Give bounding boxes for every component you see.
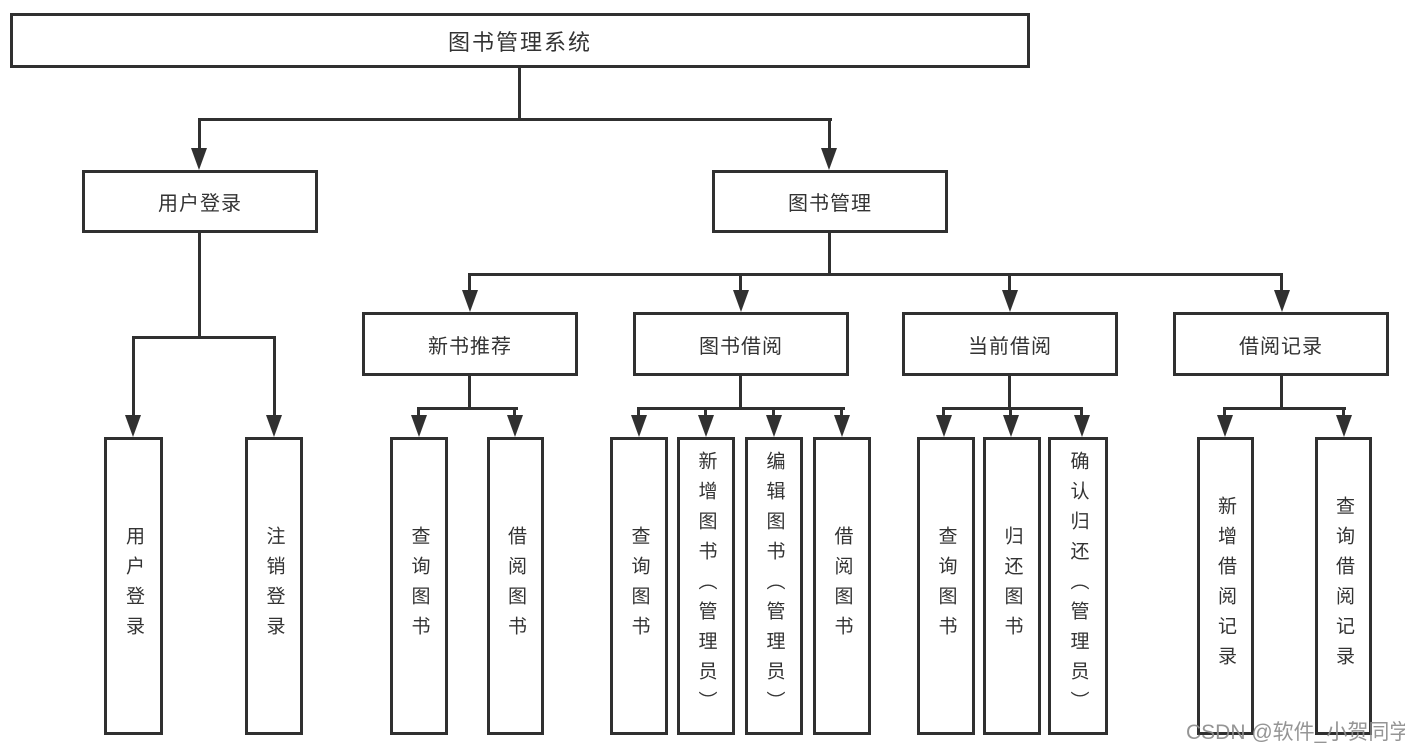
h-line [417, 407, 518, 410]
node-book-borrow: 图书借阅 [633, 312, 849, 376]
leaf-cb-confirm-return-label: 确认归还（管理员） [1067, 451, 1089, 721]
h-line [132, 336, 276, 339]
leaf-cb-query-book: 查询图书 [917, 437, 975, 735]
arrow-down-icon [733, 290, 749, 312]
node-new-book-recommend: 新书推荐 [362, 312, 578, 376]
v-line [198, 118, 201, 150]
arrow-down-icon [834, 415, 850, 437]
leaf-bb-query-book: 查询图书 [610, 437, 668, 735]
node-current-borrow: 当前借阅 [902, 312, 1118, 376]
node-book-management: 图书管理 [712, 170, 948, 233]
h-line [942, 407, 1083, 410]
node-book-borrow-label: 图书借阅 [699, 335, 783, 358]
arrow-down-icon [936, 415, 952, 437]
arrow-down-icon [698, 415, 714, 437]
v-line [513, 407, 516, 418]
leaf-br-add-record-label: 新增借阅记录 [1215, 496, 1236, 676]
v-line [739, 376, 742, 410]
leaf-nr-query-book-label: 查询图书 [408, 526, 430, 646]
leaf-nr-borrow-book-label: 借阅图书 [505, 526, 526, 646]
node-borrow-record: 借阅记录 [1173, 312, 1389, 376]
v-line [468, 376, 471, 410]
node-new-book-recommend-label: 新书推荐 [428, 335, 512, 358]
leaf-user-login: 用户登录 [104, 437, 163, 735]
v-line [468, 273, 471, 292]
node-root: 图书管理系统 [10, 13, 1030, 68]
arrow-down-icon [631, 415, 647, 437]
h-line [1223, 407, 1346, 410]
v-line [739, 273, 742, 292]
node-user-login: 用户登录 [82, 170, 318, 233]
v-line [942, 407, 945, 418]
arrow-down-icon [125, 415, 141, 437]
v-line [1342, 407, 1345, 418]
v-line [1008, 273, 1011, 292]
arrow-down-icon [766, 415, 782, 437]
leaf-nr-query-book: 查询图书 [390, 437, 448, 735]
leaf-bb-add-book-label: 新增图书（管理员） [695, 451, 717, 721]
leaf-bb-borrow-book-label: 借阅图书 [831, 526, 853, 646]
node-current-borrow-label: 当前借阅 [968, 335, 1052, 358]
v-line [637, 407, 640, 418]
arrow-down-icon [821, 148, 837, 170]
leaf-bb-edit-book-label: 编辑图书（管理员） [763, 451, 785, 721]
arrow-down-icon [1074, 415, 1090, 437]
watermark: CSDN @软件_小贺同学 [1186, 721, 1405, 744]
arrow-down-icon [507, 415, 523, 437]
arrow-down-icon [266, 415, 282, 437]
leaf-user-login-label: 用户登录 [123, 526, 144, 646]
v-line [1080, 407, 1083, 418]
node-root-label: 图书管理系统 [447, 29, 592, 55]
arrow-down-icon [1002, 290, 1018, 312]
leaf-bb-add-book: 新增图书（管理员） [677, 437, 735, 735]
arrow-down-icon [411, 415, 427, 437]
arrow-down-icon [1336, 415, 1352, 437]
v-line [1008, 376, 1011, 410]
v-line [198, 233, 201, 339]
v-line [1223, 407, 1226, 418]
node-user-login-label: 用户登录 [158, 193, 242, 215]
v-line [518, 68, 521, 119]
leaf-cb-return-book: 归还图书 [983, 437, 1041, 735]
leaf-bb-edit-book: 编辑图书（管理员） [745, 437, 803, 735]
v-line [828, 233, 831, 276]
node-borrow-record-label: 借阅记录 [1239, 335, 1323, 358]
v-line [1009, 407, 1012, 418]
arrow-down-icon [462, 290, 478, 312]
leaf-cb-return-book-label: 归还图书 [1001, 526, 1023, 646]
leaf-logout-label: 注销登录 [263, 526, 285, 646]
leaf-cb-query-book-label: 查询图书 [935, 526, 957, 646]
leaf-cb-confirm-return: 确认归还（管理员） [1048, 437, 1108, 735]
leaf-br-query-record: 查询借阅记录 [1315, 437, 1372, 735]
v-line [840, 407, 843, 418]
leaf-nr-borrow-book: 借阅图书 [487, 437, 544, 735]
leaf-br-query-record-label: 查询借阅记录 [1333, 496, 1354, 676]
h-line [198, 118, 832, 121]
arrow-down-icon [1003, 415, 1019, 437]
v-line [132, 336, 135, 416]
v-line [772, 407, 775, 418]
leaf-logout: 注销登录 [245, 437, 303, 735]
v-line [1280, 273, 1283, 292]
leaf-bb-query-book-label: 查询图书 [628, 526, 650, 646]
node-book-management-label: 图书管理 [788, 193, 872, 215]
v-line [828, 118, 831, 150]
v-line [704, 407, 707, 418]
h-line [468, 273, 1283, 276]
v-line [273, 336, 276, 416]
h-line [637, 407, 845, 410]
v-line [417, 407, 420, 418]
leaf-bb-borrow-book: 借阅图书 [813, 437, 871, 735]
arrow-down-icon [191, 148, 207, 170]
arrow-down-icon [1217, 415, 1233, 437]
v-line [1280, 376, 1283, 410]
arrow-down-icon [1274, 290, 1290, 312]
leaf-br-add-record: 新增借阅记录 [1197, 437, 1254, 735]
